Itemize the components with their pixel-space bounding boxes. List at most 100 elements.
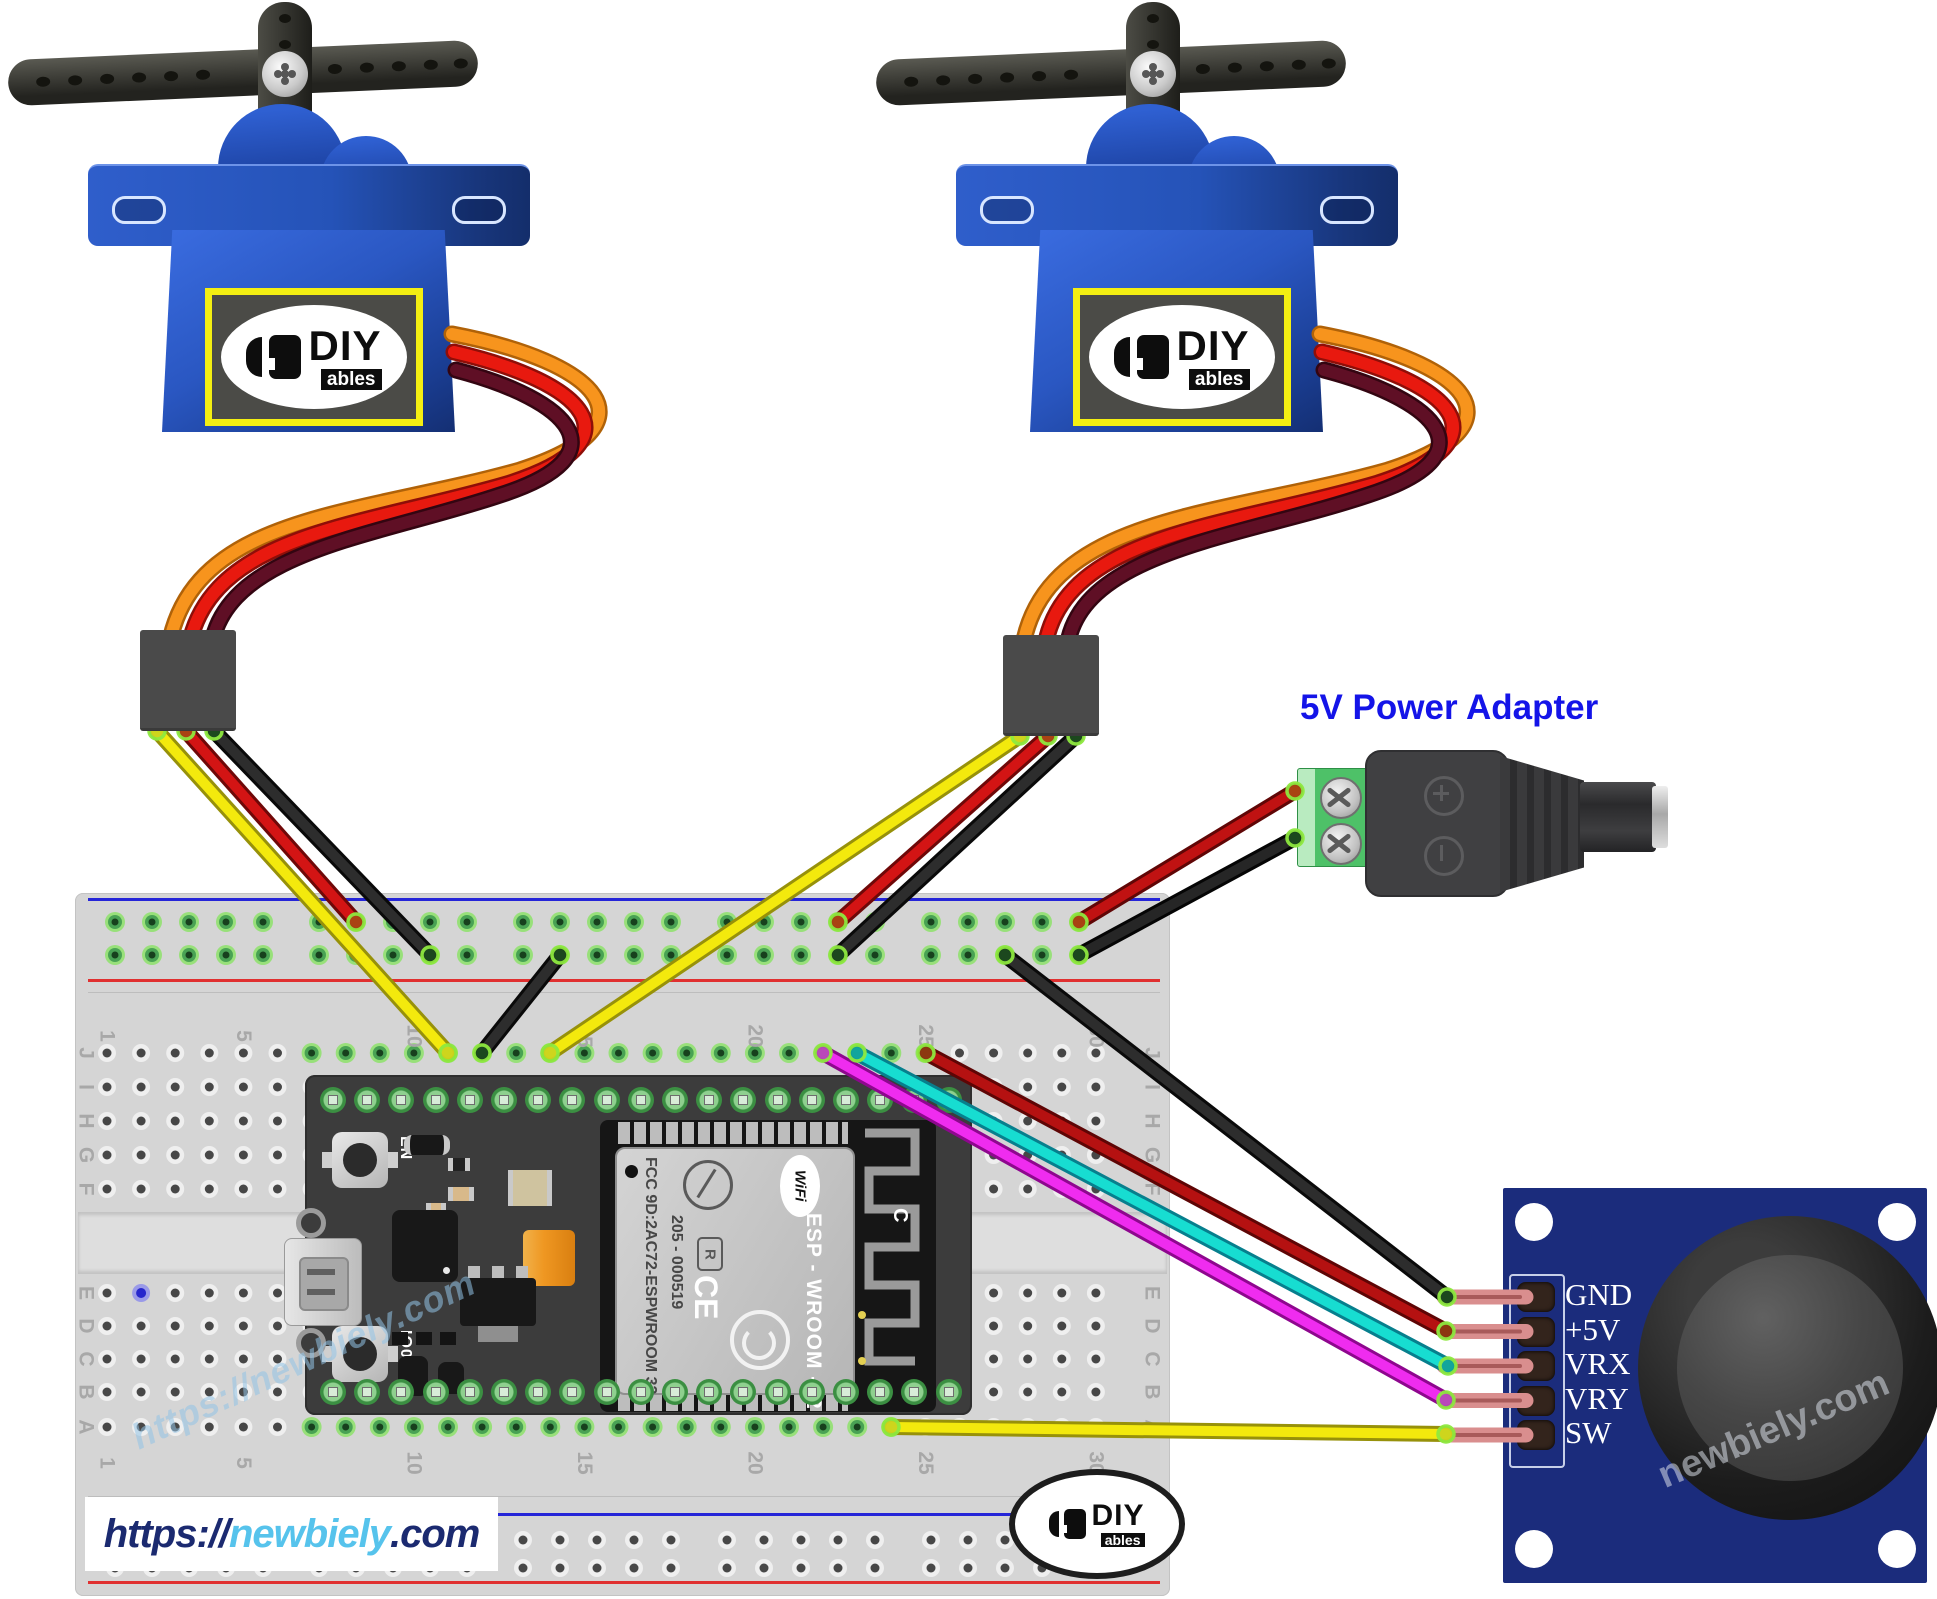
- joystick-pin-VRX: [1517, 1351, 1555, 1381]
- antenna-area-text: C: [889, 1208, 911, 1223]
- esp32-pin: [798, 1087, 825, 1113]
- esp32-pin: [798, 1379, 825, 1405]
- footer-url: https://newbiely.com: [85, 1497, 498, 1571]
- top-rail-red-line: [88, 979, 1160, 982]
- joystick-pin-VRY: [1517, 1385, 1555, 1416]
- joystick-knob-cap: [1677, 1255, 1903, 1481]
- servo1-cable-connector: [140, 630, 236, 731]
- shield-dot-icon: [625, 1165, 638, 1178]
- servo-label-plate: DIY ables: [205, 288, 423, 426]
- esp32-pin: [764, 1379, 791, 1405]
- servo-motor-2: DIY ables: [868, 0, 1413, 460]
- power-adapter-strain-relief: [1500, 756, 1584, 892]
- diyables-logo-icon: [267, 335, 302, 379]
- brand-text: DIY: [1176, 321, 1250, 369]
- diyables-logo-icon: [246, 337, 263, 377]
- brand-subtext: ables: [1100, 1533, 1145, 1547]
- diyables-logo: DIY ables: [221, 305, 407, 409]
- esp32-pin: [525, 1087, 552, 1113]
- diyables-logo-icon: [1135, 335, 1170, 379]
- url-tld: .com: [389, 1511, 480, 1556]
- brand-text: DIY: [308, 321, 382, 369]
- esp32-pin: [901, 1087, 928, 1113]
- regulator-tab: [478, 1326, 518, 1342]
- gold-dot-icon: [858, 1311, 866, 1319]
- joystick-pin-label-+5V: +5V: [1565, 1311, 1621, 1347]
- gold-dot-icon: [858, 1357, 866, 1365]
- terminal-screw-icon: [1320, 777, 1362, 819]
- ce-mark: CE: [688, 1275, 724, 1320]
- regulator-legs: [468, 1266, 480, 1280]
- esp32-pin: [456, 1087, 483, 1113]
- servo-mount-slot-icon: [980, 196, 1034, 224]
- url-prefix: https://: [103, 1511, 230, 1556]
- esp32-pin: [935, 1379, 962, 1405]
- esp32-pin: [696, 1087, 723, 1113]
- power-adapter-barrel-jack: [1580, 782, 1656, 852]
- esp32-board: EN IO0 FCC 9D:2AC72-ESPWROOM 32 205 - 00…: [284, 1075, 972, 1415]
- joystick-pin-SW: [1517, 1420, 1555, 1450]
- brand-subtext: ables: [1188, 368, 1250, 390]
- esp32-pin: [593, 1379, 620, 1405]
- micro-usb-port: [284, 1238, 362, 1326]
- esp32-pin: [662, 1087, 688, 1113]
- power-adapter-body: [1365, 750, 1509, 897]
- esp32-pin: [593, 1087, 620, 1113]
- url-brand: newbiely: [229, 1511, 391, 1556]
- esp32-pin: [696, 1379, 723, 1405]
- servo-mount-slot-icon: [452, 196, 506, 224]
- esp32-pin: [388, 1379, 415, 1405]
- diyables-logo-icon: [1114, 337, 1131, 377]
- servo-horn-screw-icon: [262, 51, 308, 97]
- joystick-pin-label-GND: GND: [1565, 1277, 1633, 1312]
- esp32-pin: [764, 1087, 791, 1113]
- esp32-pin: [491, 1379, 517, 1405]
- esp32-pin: [867, 1379, 894, 1405]
- antenna-cert-logo-icon: [683, 1160, 733, 1210]
- diyables-badge: DIY ables: [1009, 1469, 1185, 1579]
- mount-hole-icon: [1878, 1530, 1916, 1568]
- servo-horn-screw-icon: [1130, 51, 1176, 97]
- esp32-pin: [559, 1379, 586, 1405]
- power-adapter-tip: [1652, 786, 1668, 848]
- diyables-logo-icon: [1049, 1511, 1060, 1537]
- esp32-pin: [559, 1087, 586, 1113]
- diyables-logo-icon: [1062, 1509, 1087, 1539]
- esp32-pin: [422, 1087, 449, 1113]
- mount-hole-icon: [1878, 1203, 1916, 1241]
- orange-capacitor: [523, 1230, 575, 1286]
- esp32-pin: [867, 1087, 894, 1113]
- joystick-pin-label-VRX: VRX: [1565, 1346, 1631, 1381]
- servo-label-plate: DIY ables: [1073, 288, 1291, 426]
- bottom-rail-blue-line: [88, 1513, 1160, 1516]
- esp32-pin: [388, 1087, 415, 1113]
- servo-motor-1: DIY ables: [0, 0, 545, 460]
- brand-text: DIY: [1091, 1499, 1145, 1532]
- servo-mount-slot-icon: [112, 196, 166, 224]
- servo-mount-slot-icon: [1320, 196, 1374, 224]
- esp32-pin: [422, 1379, 449, 1405]
- terminal-screw-icon: [1320, 823, 1362, 865]
- brand-subtext: ables: [320, 368, 382, 390]
- usb-uart-chip: [392, 1210, 458, 1282]
- wifi-logo-icon: WiFi: [780, 1155, 820, 1217]
- power-adapter-label: 5V Power Adapter: [1300, 688, 1599, 727]
- mount-hole-icon: [296, 1208, 326, 1238]
- mount-hole-icon: [1515, 1530, 1553, 1568]
- top-rail-blue-line: [88, 898, 1160, 901]
- esp32-pin: [833, 1087, 859, 1113]
- rail-separator-line: [88, 1496, 1160, 1497]
- esp32-pin: [662, 1379, 688, 1405]
- smd-capacitor-large: [508, 1170, 552, 1206]
- module-castellation-pads: [618, 1122, 848, 1144]
- esp32-pin: [320, 1087, 346, 1113]
- bottom-rail-red-line: [88, 1581, 1160, 1584]
- esp32-pin: [833, 1379, 859, 1405]
- serial-text: 205 - 000519: [668, 1215, 685, 1310]
- esp32-pin: [627, 1087, 654, 1113]
- smd-row: [392, 1332, 408, 1345]
- esp32-pin: [730, 1087, 757, 1113]
- joystick-pin-label-VRY: VRY: [1565, 1380, 1629, 1416]
- esp32-pin: [320, 1379, 346, 1405]
